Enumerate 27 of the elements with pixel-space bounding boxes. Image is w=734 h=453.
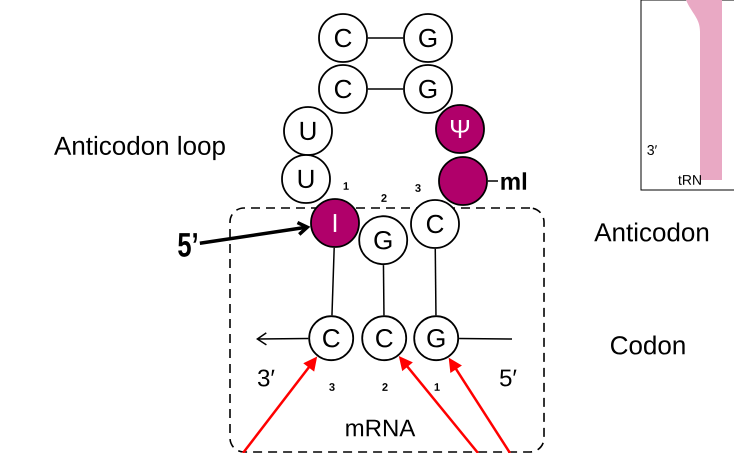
region-label: Anticodon loop (54, 136, 225, 160)
region-label: Codon (611, 335, 685, 355)
modification-label: ml (488, 172, 526, 190)
region-label: 5′ (500, 370, 516, 386)
inset-label: 3′ (647, 145, 657, 155)
modified-base-circle (438, 156, 488, 206)
region-label: mRNA (346, 420, 416, 436)
arrow (200, 220, 310, 245)
connector-line (382, 265, 385, 316)
position-number: 1 (344, 182, 349, 190)
arrow (256, 332, 308, 346)
region-label: 3′ (258, 370, 274, 386)
connector-line (459, 338, 512, 340)
position-number: 2 (382, 383, 388, 391)
region-label: Anticodon (594, 222, 708, 242)
connector-line (331, 248, 335, 316)
dashed-box (229, 207, 545, 453)
position-number: 2 (381, 194, 387, 202)
position-number: 3 (329, 383, 335, 391)
end-label: 5’ (178, 233, 197, 257)
connector-line (368, 88, 404, 90)
position-number: 1 (434, 383, 440, 391)
position-number: 3 (415, 184, 421, 192)
connector-line (368, 37, 404, 39)
connector-line (434, 248, 437, 316)
inset-label: tRN (678, 175, 701, 185)
inset-panel (640, 0, 734, 190)
